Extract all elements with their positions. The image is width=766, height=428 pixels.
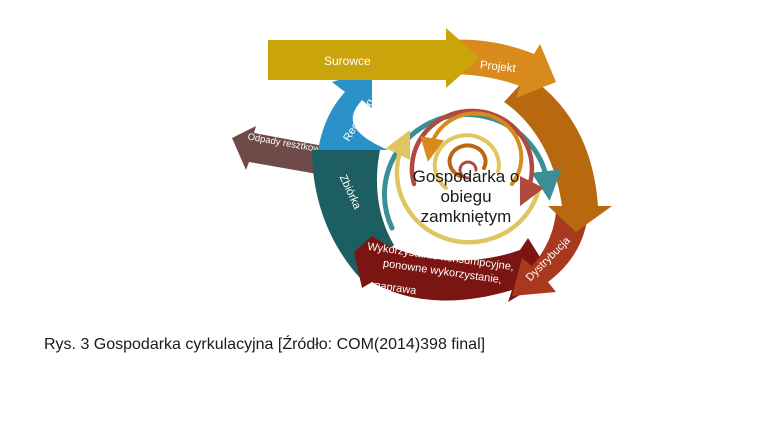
raw-materials-arrow: Surowce: [268, 28, 480, 88]
raw-materials-label: Surowce: [324, 54, 371, 68]
recycling-arrow: Recykling: [318, 70, 388, 150]
center-label: Gospodarka o obiegu zamkniętym: [413, 167, 520, 226]
use-label-line3: naprawa: [374, 279, 418, 297]
center-label-line3: zamkniętym: [421, 207, 512, 226]
inner-spiral: [381, 108, 562, 245]
center-label-line2: obiegu: [440, 187, 491, 206]
design-label: Projekt: [479, 59, 517, 75]
center-label-line1: Gospodarka o: [413, 167, 520, 186]
circular-economy-diagram: Odpady resztkowe Zbiórka Recykling Wykor…: [232, 28, 612, 302]
figure-caption: Rys. 3 Gospodarka cyrkulacyjna [Źródło: …: [44, 336, 486, 353]
